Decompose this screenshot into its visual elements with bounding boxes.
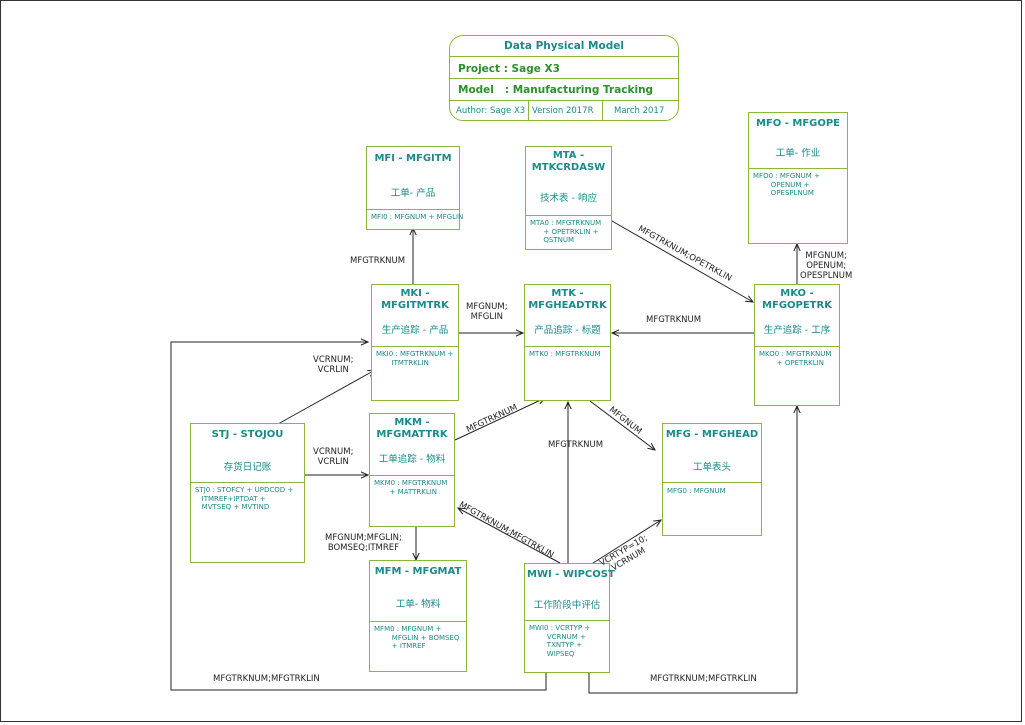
entity-key: MFI0 : MFGNUM + MFGLIN bbox=[371, 213, 464, 221]
entity-description: 生产追踪 - 工序 bbox=[763, 325, 831, 336]
entity-mfi[interactable]: MFI - MFGITM 工单- 产品 MFI0 : MFGNUM + MFGL… bbox=[366, 146, 464, 230]
entity-name: MWI - WIPCOST bbox=[527, 569, 615, 580]
link-mtk-mfg bbox=[589, 400, 655, 450]
entity-divider bbox=[191, 482, 304, 483]
entity-key: MKI0 : MFGTRKNUM + ITMTRKLIN bbox=[376, 350, 454, 367]
entity-divider bbox=[370, 621, 466, 622]
link-label-stj-mkm: VCRNUM; VCRLIN bbox=[313, 447, 354, 467]
entity-description: 工单表头 bbox=[692, 462, 731, 473]
header-cell-divider bbox=[528, 100, 529, 120]
entity-key: MKM0 : MFGTRKNUM + MATTRKLIN bbox=[374, 479, 448, 496]
link-mta-mko bbox=[604, 216, 753, 302]
entity-key: MFG0 : MFGNUM bbox=[667, 487, 726, 495]
entity-mfo[interactable]: MFO - MFGOPE 工单- 作业 MFO0 : MFGNUM + OPEN… bbox=[748, 112, 848, 244]
entity-mfg[interactable]: MFG - MFGHEAD 工单表头 MFG0 : MFGNUM bbox=[662, 423, 762, 536]
link-label-mki-mtk: MFGNUM; MFGLIN bbox=[466, 302, 508, 322]
entity-name: MTK - MFGHEADTRK bbox=[528, 288, 607, 311]
entity-name: MKM - MFGMATTRK bbox=[376, 417, 448, 440]
model-header: Data Physical Model Project : Sage X3 Mo… bbox=[449, 35, 679, 121]
version-label: Version 2017R bbox=[532, 106, 594, 116]
entity-mko[interactable]: MKO - MFGOPETRK 生产追踪 - 工序 MKO0 : MFGTRKN… bbox=[754, 284, 840, 406]
entity-description: 工单- 产品 bbox=[390, 188, 436, 199]
entity-name: MKI - MFGITMTRK bbox=[381, 288, 449, 311]
link-stj-mki bbox=[277, 370, 375, 425]
header-divider bbox=[450, 100, 678, 101]
entity-key: MTA0 : MFGTRKNUM + OPETRKLIN + QSTNUM bbox=[530, 219, 602, 244]
entity-stj[interactable]: STJ - STOJOU 存货日记账 STJ0 : STOFCY + UPDCO… bbox=[190, 423, 305, 563]
entity-mki[interactable]: MKI - MFGITMTRK 生产追踪 - 产品 MKI0 : MFGTRKN… bbox=[371, 284, 459, 401]
header-cell-divider bbox=[602, 100, 603, 120]
author-label: Author: Sage X3 bbox=[456, 106, 526, 116]
link-label-mki-mfi: MFGTRKNUM bbox=[350, 256, 406, 266]
entity-divider bbox=[526, 215, 611, 216]
link-label-mkm-mfm: MFGNUM;MFGLIN; BOMSEQ;ITMREF bbox=[325, 533, 402, 553]
entity-divider bbox=[370, 475, 454, 476]
entity-mfm[interactable]: MFM - MFGMAT 工单- 物料 MFM0 : MFGNUM + MFGL… bbox=[369, 560, 467, 672]
link-label-mko-mfo: MFGNUM; OPENUM; OPESPLNUM bbox=[800, 251, 853, 281]
entity-name: MFM - MFGMAT bbox=[374, 566, 462, 577]
link-label-mwi-mki: MFGTRKNUM;MFGTRKLIN bbox=[213, 674, 320, 684]
header-divider bbox=[450, 56, 678, 57]
entity-description: 产品追踪 - 标题 bbox=[534, 325, 601, 336]
link-label-mwi-mtk: MFGTRKNUM bbox=[548, 440, 604, 450]
entity-description: 存货日记账 bbox=[223, 462, 272, 473]
link-mwi-mki bbox=[170, 342, 547, 691]
entity-mta[interactable]: MTA - MTKCRDASW 技术表 - 响应 MTA0 : MFGTRKNU… bbox=[525, 146, 612, 250]
entity-divider bbox=[525, 346, 610, 347]
entity-description: 生产追踪 - 产品 bbox=[381, 325, 449, 336]
header-divider bbox=[450, 78, 678, 79]
entity-divider bbox=[749, 168, 847, 169]
entity-divider bbox=[755, 346, 839, 347]
entity-name: STJ - STOJOU bbox=[211, 429, 284, 440]
entity-mkm[interactable]: MKM - MFGMATTRK 工单追踪 - 物料 MKM0 : MFGTRKN… bbox=[369, 413, 455, 527]
entity-key: MTK0 : MFGTRKNUM bbox=[529, 350, 601, 358]
date-label: March 2017 bbox=[614, 106, 665, 116]
link-mwi-mko bbox=[588, 406, 797, 694]
project-label: Project : Sage X3 bbox=[458, 63, 560, 75]
entity-description: 工单- 物料 bbox=[395, 599, 441, 610]
entity-divider bbox=[525, 620, 609, 621]
entity-name: MFO - MFGOPE bbox=[755, 118, 841, 129]
entity-name: MFI - MFGITM bbox=[374, 153, 452, 164]
entity-key: MFM0 : MFGNUM + MFGLIN + BOMSEQ + ITMREF bbox=[374, 625, 460, 650]
link-label-stj-mki: VCRNUM; VCRLIN bbox=[313, 355, 354, 375]
link-mkm-mtk bbox=[454, 398, 545, 441]
entity-key: MFO0 : MFGNUM + OPENUM + OPESPLNUM bbox=[753, 172, 820, 197]
entity-key: STJ0 : STOFCY + UPDCOD + ITMREF+IPTDAT +… bbox=[195, 486, 294, 511]
entity-name: MTA - MTKCRDASW bbox=[531, 150, 606, 173]
entity-key: MKO0 : MFGTRKNUM + OPETRKLIN bbox=[759, 350, 832, 367]
model-title: Data Physical Model bbox=[504, 40, 624, 52]
entity-divider bbox=[663, 482, 761, 483]
entity-mtk[interactable]: MTK - MFGHEADTRK 产品追踪 - 标题 MTK0 : MFGTRK… bbox=[524, 284, 611, 401]
link-mwi-mkm bbox=[458, 508, 561, 564]
entity-name: MKO - MFGOPETRK bbox=[762, 288, 832, 311]
entity-divider bbox=[372, 346, 458, 347]
entity-name: MFG - MFGHEAD bbox=[665, 429, 759, 440]
link-label-mko-mtk: MFGTRKNUM bbox=[646, 315, 702, 325]
entity-mwi[interactable]: MWI - WIPCOST 工作阶段中评估 MWI0 : VCRTYP + VC… bbox=[524, 563, 615, 673]
entity-description: 工作阶段中评估 bbox=[533, 600, 601, 611]
entity-key: MWI0 : VCRTYP + VCRNUM + TXNTYP + WIPSEQ bbox=[529, 624, 591, 658]
entity-description: 工单- 作业 bbox=[775, 148, 821, 159]
link-label-mwi-mko: MFGTRKNUM;MFGTRKLIN bbox=[650, 674, 757, 684]
model-label: Model : Manufacturing Tracking bbox=[458, 84, 654, 96]
entity-description: 技术表 - 响应 bbox=[540, 193, 597, 204]
entity-description: 工单追踪 - 物料 bbox=[378, 454, 446, 465]
entity-divider bbox=[367, 209, 459, 210]
link-mwi-mfg bbox=[589, 520, 661, 566]
